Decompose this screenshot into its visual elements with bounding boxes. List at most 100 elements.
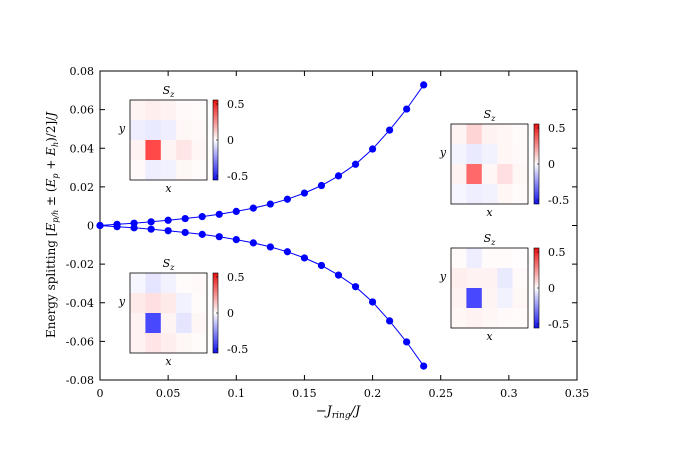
heatmap-cell [466, 184, 483, 205]
inset-y-label: y [439, 270, 447, 283]
inset-title: Sz [163, 257, 176, 272]
x-tick-label: 0.2 [364, 387, 382, 400]
heatmap-cell [176, 160, 192, 181]
x-tick-label: 0.35 [565, 387, 590, 400]
colorbar-tick-label: 0 [548, 158, 555, 171]
heatmap-cell [145, 160, 162, 181]
heatmap-cell [512, 144, 529, 165]
heatmap-cell [512, 164, 529, 185]
inset-x-label: x [165, 355, 172, 368]
data-point [164, 227, 172, 235]
heatmap-cell [466, 268, 483, 289]
x-tick-label: 0.05 [156, 387, 181, 400]
heatmap-cell [451, 124, 467, 145]
heatmap-cell [481, 144, 498, 165]
heatmap-cell [451, 144, 467, 165]
heatmap-cell [145, 333, 162, 354]
y-tick-label: 0.06 [70, 104, 95, 117]
heatmap-cell [130, 140, 146, 161]
x-tick-label: 0.15 [292, 387, 317, 400]
colorbar-tick-label: 0.5 [548, 122, 566, 135]
heatmap-cell [160, 313, 177, 334]
inset-y-label: y [439, 146, 447, 159]
colorbar-tick-label: -0.5 [227, 343, 248, 356]
colorbar-tick-label: -0.5 [548, 194, 569, 207]
data-point [368, 298, 377, 306]
heatmap-cell [466, 248, 483, 269]
heatmap-cell [512, 248, 529, 269]
inset-x-label: x [486, 330, 493, 343]
heatmap-cell [512, 308, 529, 329]
y-tick-label: -0.04 [66, 297, 94, 310]
heatmap-cell [481, 288, 498, 309]
heatmap-cell [176, 333, 192, 354]
x-tick-label: 0.1 [228, 387, 246, 400]
x-tick-label: 0.25 [428, 387, 453, 400]
heatmap-cell [481, 124, 498, 145]
heatmap-cell [145, 100, 162, 121]
inset-title: Sz [163, 84, 176, 99]
data-point [215, 210, 223, 218]
heatmap-cell [466, 144, 483, 165]
axis-labels: −Jring/J Energy splitting [Ep/h ± (Ep + … [44, 111, 361, 421]
data-point [198, 213, 206, 221]
heatmap-cell [176, 140, 192, 161]
data-point [283, 195, 291, 203]
heatmap-cell [130, 293, 146, 314]
colorbar-tick-label: 0 [227, 307, 234, 320]
data-point [351, 160, 360, 168]
heatmap-cell [497, 248, 513, 269]
heatmap-cell [512, 184, 529, 205]
heatmap-cell [145, 313, 162, 334]
x-tick-label: 0 [97, 387, 104, 400]
y-axis-label: Energy splitting [Ep/h ± (Ep + Eh)/2]/J [44, 111, 60, 338]
heatmap-cell [451, 308, 467, 329]
heatmap-cell [451, 164, 467, 185]
heatmap-cell [451, 184, 467, 205]
data-point [181, 214, 189, 223]
heatmap-cell [160, 160, 177, 181]
colorbar-tick-label: 0.5 [227, 98, 245, 111]
heatmap-cell [160, 273, 177, 294]
y-tick-label: 0.02 [70, 181, 95, 194]
heatmap-cell [497, 164, 513, 185]
y-tick-label: 0 [87, 220, 94, 233]
heatmap-cell [176, 100, 192, 121]
data-point [420, 362, 428, 370]
heatmap-cell [451, 268, 467, 289]
heatmap-cell [176, 273, 192, 294]
heatmap-cell [191, 333, 208, 354]
inset-frame [129, 272, 208, 354]
inset-title: Sz [484, 232, 497, 247]
heatmap-cell [130, 120, 146, 141]
y-tick-label: -0.08 [66, 374, 94, 387]
heatmap-cell [481, 268, 498, 289]
heatmap-cell [160, 120, 177, 141]
colorbar-tick-label: -0.5 [227, 170, 248, 183]
heatmap-cell [191, 100, 208, 121]
inset-title: Sz [484, 108, 497, 123]
heatmap-cell [130, 333, 146, 354]
data-point [386, 126, 394, 134]
heatmap-cell [466, 164, 483, 185]
heatmap-cell [160, 293, 177, 314]
heatmap-cell [481, 164, 498, 185]
heatmap-cell [130, 160, 146, 181]
heatmap-cell [160, 140, 177, 161]
heatmap-cell [191, 120, 208, 141]
inset-y-label: y [118, 295, 126, 308]
heatmap-cell [512, 124, 529, 145]
data-point [147, 225, 155, 233]
heatmap-cell [176, 293, 192, 314]
data-point [164, 216, 172, 224]
heatmap-cell [466, 308, 483, 329]
data-point [266, 243, 274, 251]
heatmap-cell [512, 268, 529, 289]
heatmap-cell [466, 124, 483, 145]
data-point [232, 207, 240, 216]
heatmap-cell [497, 308, 513, 329]
data-point [96, 221, 104, 230]
